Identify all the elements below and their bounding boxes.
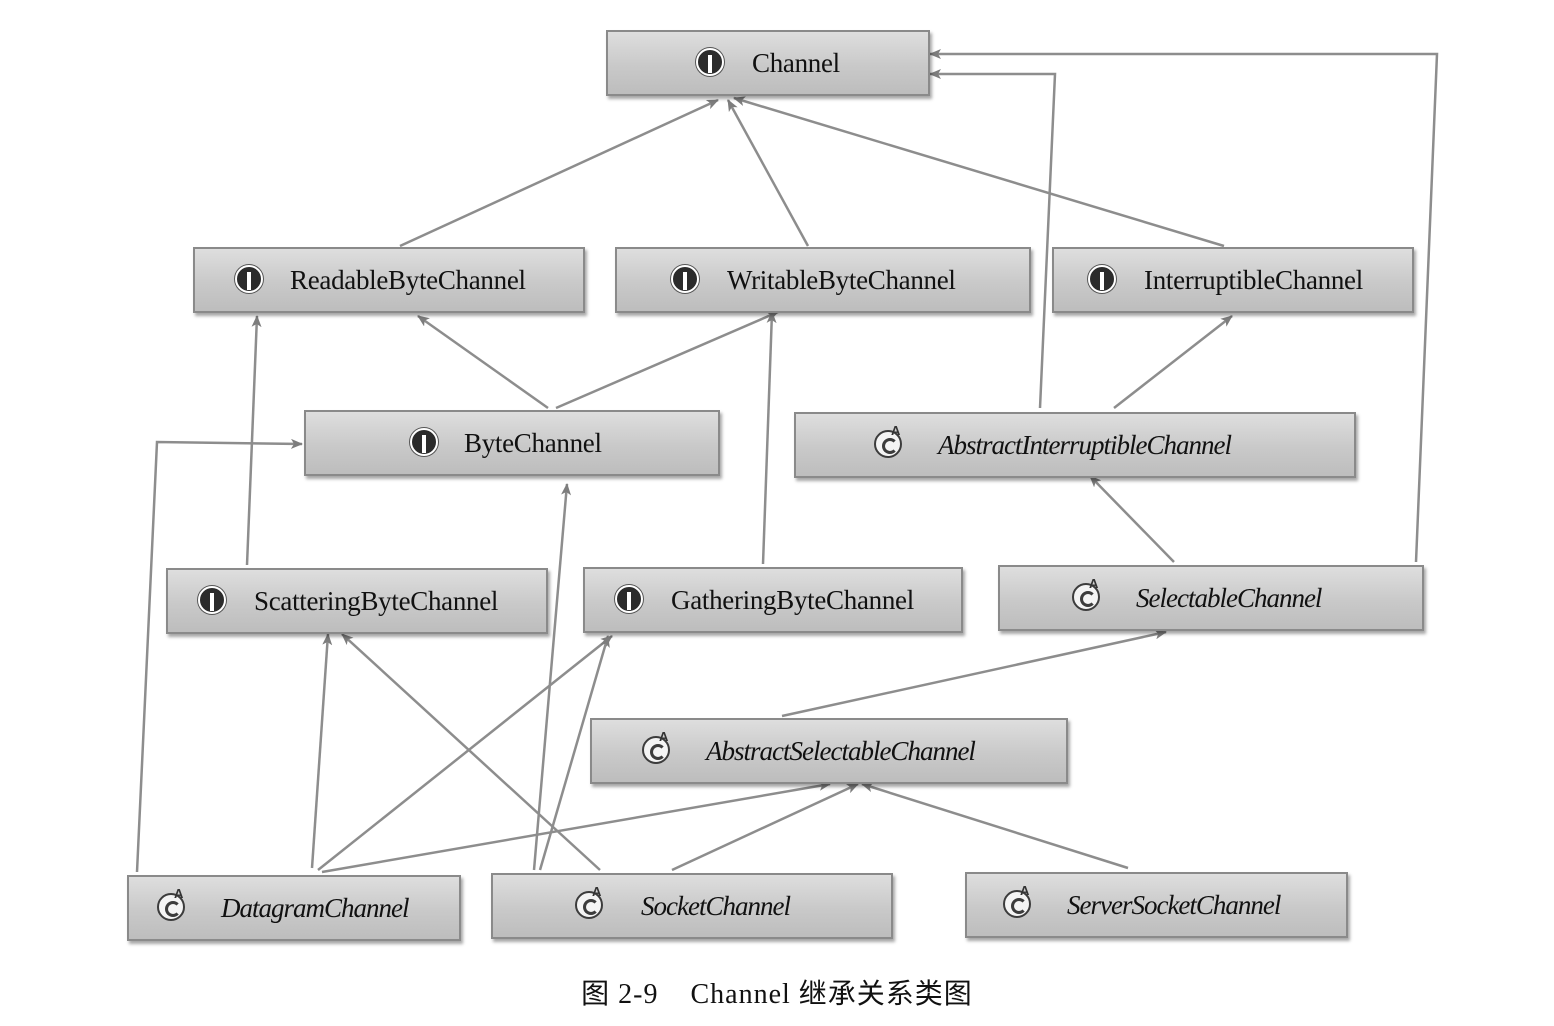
figure-caption: 图 2-9 Channel 继承关系类图 — [0, 972, 1554, 1012]
inheritance-arrow-abstract-interruptible-channel-to-channel — [929, 69, 1057, 409]
figure-title: Channel 继承关系类图 — [690, 979, 973, 1010]
inheritance-arrow-socket-channel-to-abstract-selectable-channel — [671, 782, 859, 872]
node-label: Channel — [752, 48, 840, 78]
inheritance-arrow-scattering-byte-channel-to-readable-byte-channel — [245, 315, 262, 566]
interface-icon — [696, 48, 724, 76]
node-writable-byte-channel: WritableByteChannel — [615, 247, 1031, 313]
node-label: ByteChannel — [464, 428, 602, 458]
abstract-class-icon — [1072, 576, 1100, 611]
node-selectable-channel: SelectableChannel — [998, 565, 1424, 631]
inheritance-arrow-selectable-channel-to-channel — [929, 49, 1439, 563]
interface-icon — [198, 586, 226, 614]
inheritance-arrow-datagram-channel-to-byte-channel — [135, 438, 303, 873]
node-label: ReadableByteChannel — [290, 265, 526, 295]
inheritance-arrow-socket-channel-to-byte-channel — [532, 483, 572, 871]
node-readable-byte-channel: ReadableByteChannel — [193, 247, 585, 313]
node-channel: Channel — [606, 30, 930, 96]
inheritance-arrow-writable-byte-channel-to-channel — [726, 99, 810, 247]
node-label: AbstractSelectableChannel — [706, 736, 976, 766]
node-socket-channel: SocketChannel — [491, 873, 893, 939]
inheritance-arrow-byte-channel-to-readable-byte-channel — [417, 314, 549, 410]
node-datagram-channel: DatagramChannel — [127, 875, 461, 941]
node-scattering-byte-channel: ScatteringByteChannel — [166, 568, 548, 634]
node-label: WritableByteChannel — [727, 265, 956, 295]
node-abstract-interruptible-channel: AbstractInterruptibleChannel — [794, 412, 1356, 478]
node-byte-channel: ByteChannel — [304, 410, 720, 476]
inheritance-arrow-interruptible-channel-to-channel — [733, 96, 1225, 248]
inheritance-arrow-datagram-channel-to-scattering-byte-channel — [310, 633, 333, 869]
node-label: ScatteringByteChannel — [254, 586, 499, 616]
node-server-socket-channel: ServerSocketChannel — [965, 872, 1348, 938]
inheritance-arrow-socket-channel-to-scattering-byte-channel — [341, 633, 601, 871]
interface-icon — [235, 265, 263, 293]
inheritance-arrow-datagram-channel-to-abstract-selectable-channel — [321, 780, 831, 874]
node-label: GatheringByteChannel — [671, 585, 914, 615]
abstract-class-icon — [874, 423, 902, 458]
inheritance-arrow-readable-byte-channel-to-channel — [399, 98, 719, 248]
inheritance-arrow-selectable-channel-to-abstract-interruptible-channel — [1089, 475, 1175, 563]
interface-icon — [410, 428, 438, 456]
inheritance-arrow-socket-channel-to-gathering-byte-channel — [538, 635, 610, 871]
abstract-class-icon — [642, 729, 670, 764]
inheritance-arrow-byte-channel-to-writable-byte-channel — [555, 310, 779, 410]
inheritance-arrow-abstract-interruptible-channel-to-interruptible-channel — [1113, 315, 1233, 409]
node-label: AbstractInterruptibleChannel — [938, 430, 1232, 460]
node-label: SocketChannel — [641, 891, 791, 921]
figure-number: 图 2-9 — [581, 979, 659, 1010]
node-label: InterruptibleChannel — [1144, 265, 1363, 295]
abstract-class-icon — [575, 884, 603, 919]
inheritance-arrow-abstract-selectable-channel-to-selectable-channel — [781, 629, 1167, 718]
node-gathering-byte-channel: GatheringByteChannel — [583, 567, 963, 633]
node-interruptible-channel: InterruptibleChannel — [1052, 247, 1414, 313]
interface-icon — [671, 265, 699, 293]
node-abstract-selectable-channel: AbstractSelectableChannel — [590, 718, 1068, 784]
inheritance-arrow-gathering-byte-channel-to-writable-byte-channel — [761, 311, 777, 565]
interface-icon — [615, 585, 643, 613]
abstract-class-icon — [157, 886, 185, 921]
abstract-class-icon — [1003, 883, 1031, 918]
node-label: ServerSocketChannel — [1067, 890, 1281, 920]
node-label: SelectableChannel — [1136, 583, 1322, 613]
interface-icon — [1088, 265, 1116, 293]
node-label: DatagramChannel — [221, 893, 409, 923]
inheritance-arrow-datagram-channel-to-gathering-byte-channel — [317, 635, 613, 871]
inheritance-arrow-server-socket-channel-to-abstract-selectable-channel — [861, 782, 1129, 870]
